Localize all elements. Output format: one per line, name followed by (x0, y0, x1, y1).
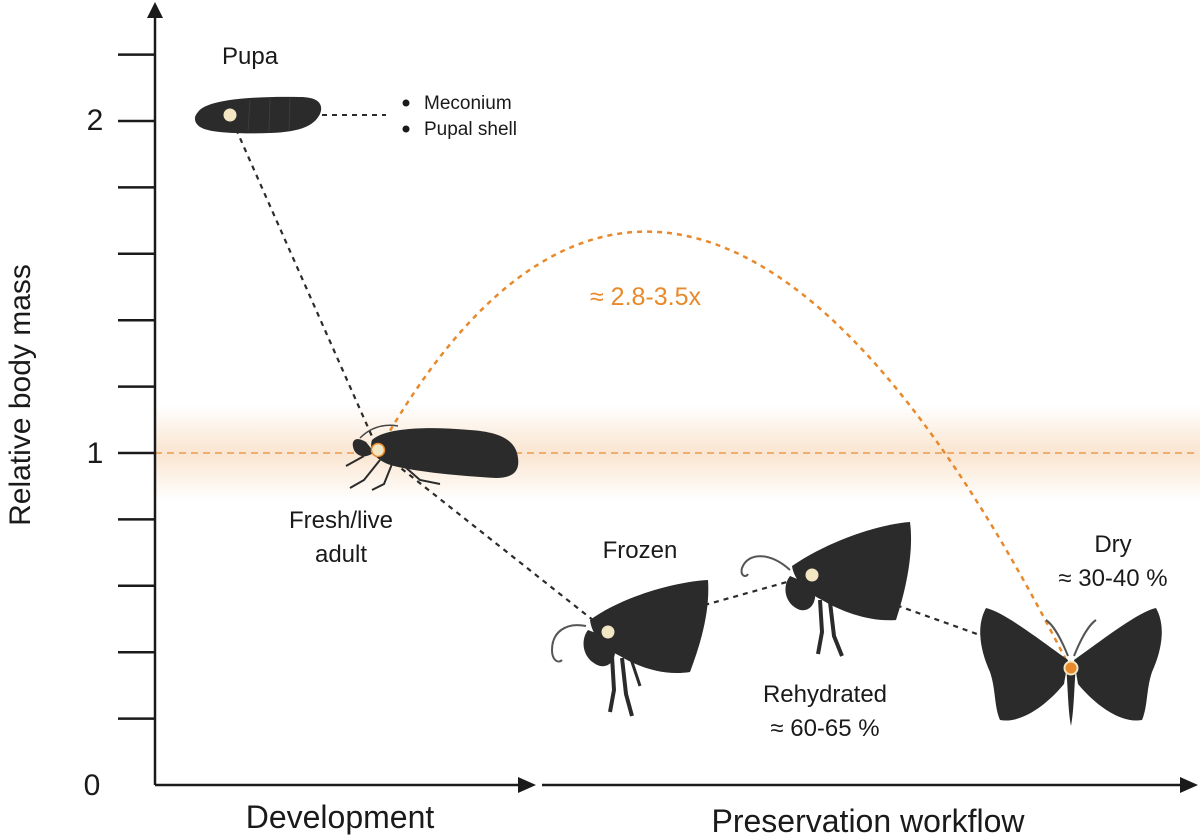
rehydrated-silhouette (740, 522, 912, 657)
frozen-marker (601, 625, 615, 639)
rehydrated-label-line2: ≈ 60-65 % (770, 715, 879, 742)
dry-label-line2: ≈ 30-40 % (1058, 565, 1167, 592)
y-axis (118, 2, 163, 785)
loss-bullet-2 (402, 125, 410, 133)
fresh-adult-silhouette (345, 424, 519, 491)
loss-item-2: Pupal shell (424, 119, 517, 140)
y-axis-ticks (118, 53, 155, 720)
development-arrow-icon (518, 777, 536, 793)
pupa-marker (223, 108, 237, 122)
x-axis (155, 777, 1198, 793)
tick-label-1: 1 (87, 437, 104, 470)
pupa-label: Pupa (222, 43, 279, 70)
stage-connectors (230, 119, 1073, 670)
phase-label-development: Development (246, 799, 435, 835)
tick-label-0: 0 (84, 769, 101, 802)
y-axis-arrow-icon (147, 2, 163, 18)
phase-label-preservation: Preservation workflow (712, 803, 1026, 839)
dry-marker (1063, 660, 1079, 676)
frozen-silhouette (550, 580, 709, 717)
y-axis-label: Relative body mass (4, 264, 37, 526)
loss-item-1: Meconium (424, 93, 512, 114)
loss-bullet-1 (402, 99, 410, 107)
ratio-label: ≈ 2.8-3.5x (590, 283, 701, 311)
fresh-label-line1: Fresh/live (289, 507, 393, 534)
fresh-adult-marker (370, 442, 386, 458)
tick-label-2: 2 (87, 104, 104, 137)
fresh-label-line2: adult (315, 541, 367, 568)
dry-silhouette (980, 608, 1162, 726)
preservation-arrow-icon (1180, 777, 1198, 793)
pupa-silhouette (194, 96, 322, 134)
rehydrated-marker (805, 568, 819, 582)
rehydrated-label-line1: Rehydrated (763, 681, 887, 708)
frozen-label: Frozen (603, 537, 678, 564)
ratio-arc (378, 230, 1072, 669)
dry-label-line1: Dry (1094, 531, 1131, 558)
